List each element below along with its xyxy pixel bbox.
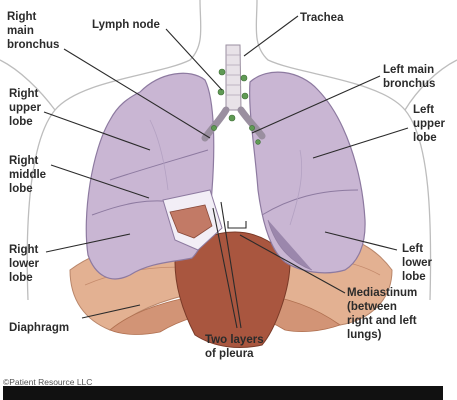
label-diaphragm: Diaphragm (9, 322, 69, 334)
label-right-upper-lobe: Right upper lobe (9, 88, 44, 128)
label-right-main-bronchus: Right main bronchus (7, 11, 59, 51)
label-left-main-bronchus: Left main bronchus (383, 64, 437, 90)
leader-trachea (244, 16, 298, 56)
mediastinum-bracket (228, 221, 246, 228)
label-right-lower-lobe: Right lower lobe (9, 244, 42, 284)
label-right-middle-lobe: Right middle lobe (9, 155, 49, 195)
label-lymph-node: Lymph node (92, 19, 160, 31)
footer-bar (3, 386, 443, 400)
label-left-upper-lobe: Left upper lobe (413, 104, 448, 144)
label-trachea: Trachea (300, 12, 344, 24)
